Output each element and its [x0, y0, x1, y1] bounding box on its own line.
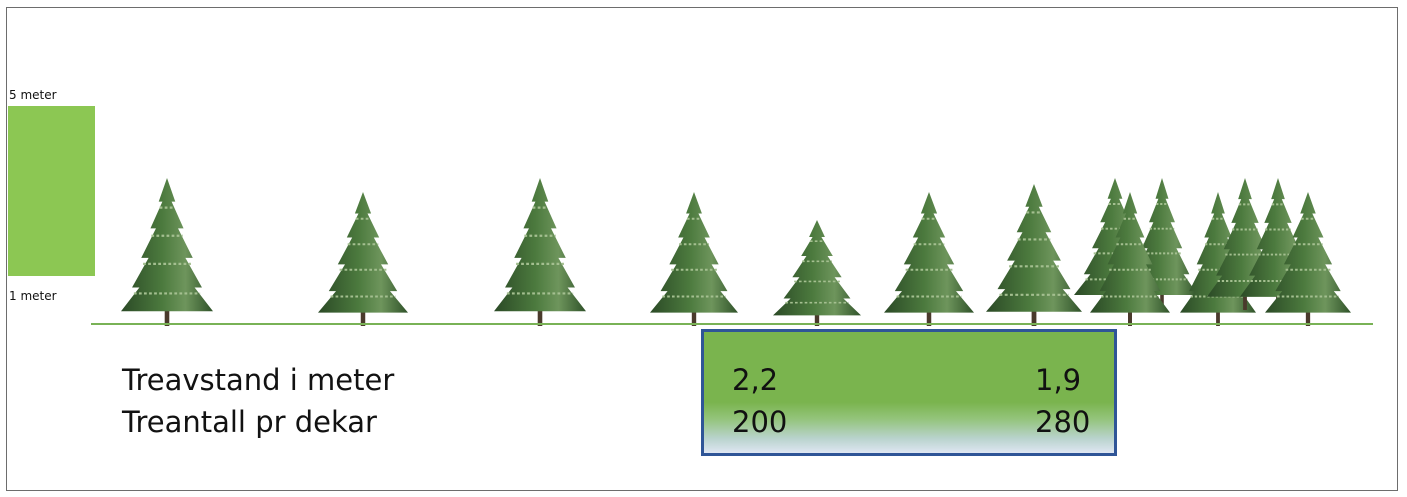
tree-count-label: Treantall pr dekar [122, 405, 377, 439]
tree-spacing-value-left: 2,2 [732, 363, 779, 397]
scale-label-1-meter: 1 meter [9, 289, 57, 303]
spruce-tree-icon [316, 190, 410, 328]
ground-line [91, 323, 1373, 325]
tree-spacing-label: Treavstand i meter [122, 363, 395, 397]
tree-row [119, 176, 1353, 328]
spruce-tree-icon [492, 176, 588, 328]
tree-spacing-value-right: 1,9 [1035, 363, 1082, 397]
scale-label-5-meter: 5 meter [9, 88, 57, 102]
height-scale-bar [8, 106, 95, 276]
spruce-tree-icon [882, 190, 976, 328]
values-box [701, 329, 1117, 456]
spruce-tree-icon [984, 182, 1084, 328]
diagram-frame [6, 7, 1398, 491]
spruce-tree-icon [119, 176, 215, 328]
tree-count-value-left: 200 [732, 405, 788, 439]
spruce-tree-icon [648, 190, 740, 328]
spruce-tree-icon [772, 219, 862, 327]
tree-count-value-right: 280 [1035, 405, 1091, 439]
